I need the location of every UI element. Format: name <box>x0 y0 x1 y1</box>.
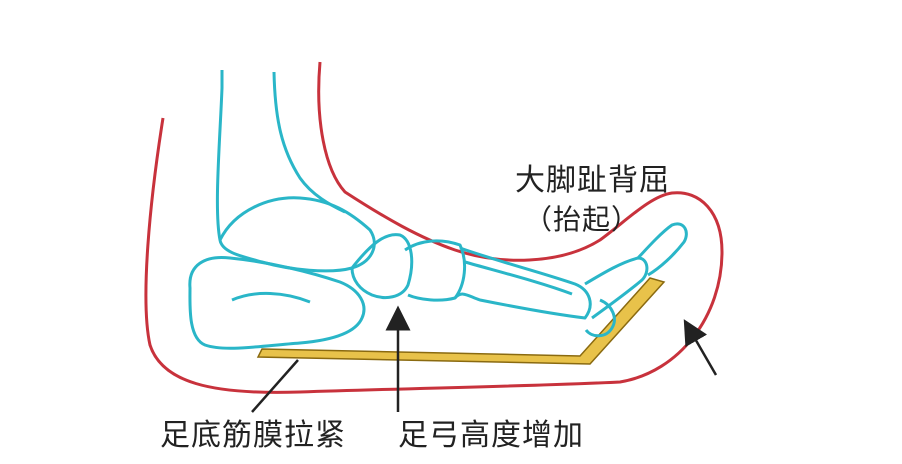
plantar-fascia <box>256 277 666 365</box>
cuneiform-bone <box>404 239 467 302</box>
big-toe-bone <box>636 222 688 277</box>
annotation-arrows <box>251 305 718 413</box>
plantar-fascia-label: 足底筋膜拉紧 <box>160 418 346 453</box>
tibia-bone <box>215 87 224 241</box>
skin-outline <box>144 61 724 394</box>
fascia-arrow <box>251 359 299 413</box>
toe-dorsiflexion-note-label: （抬起） <box>524 203 641 236</box>
navicular-bone <box>350 233 414 299</box>
proximal-phalanx-bone <box>584 256 649 320</box>
calcaneus-bone <box>188 255 366 350</box>
foot-bones <box>188 70 688 350</box>
arch-height-label: 足弓高度增加 <box>398 418 584 453</box>
fibula-bone <box>272 71 346 214</box>
toe-dorsiflexion-label: 大脚趾背屈 <box>515 163 670 198</box>
toe-arrow <box>683 319 718 376</box>
metatarsal-bone <box>453 246 592 320</box>
